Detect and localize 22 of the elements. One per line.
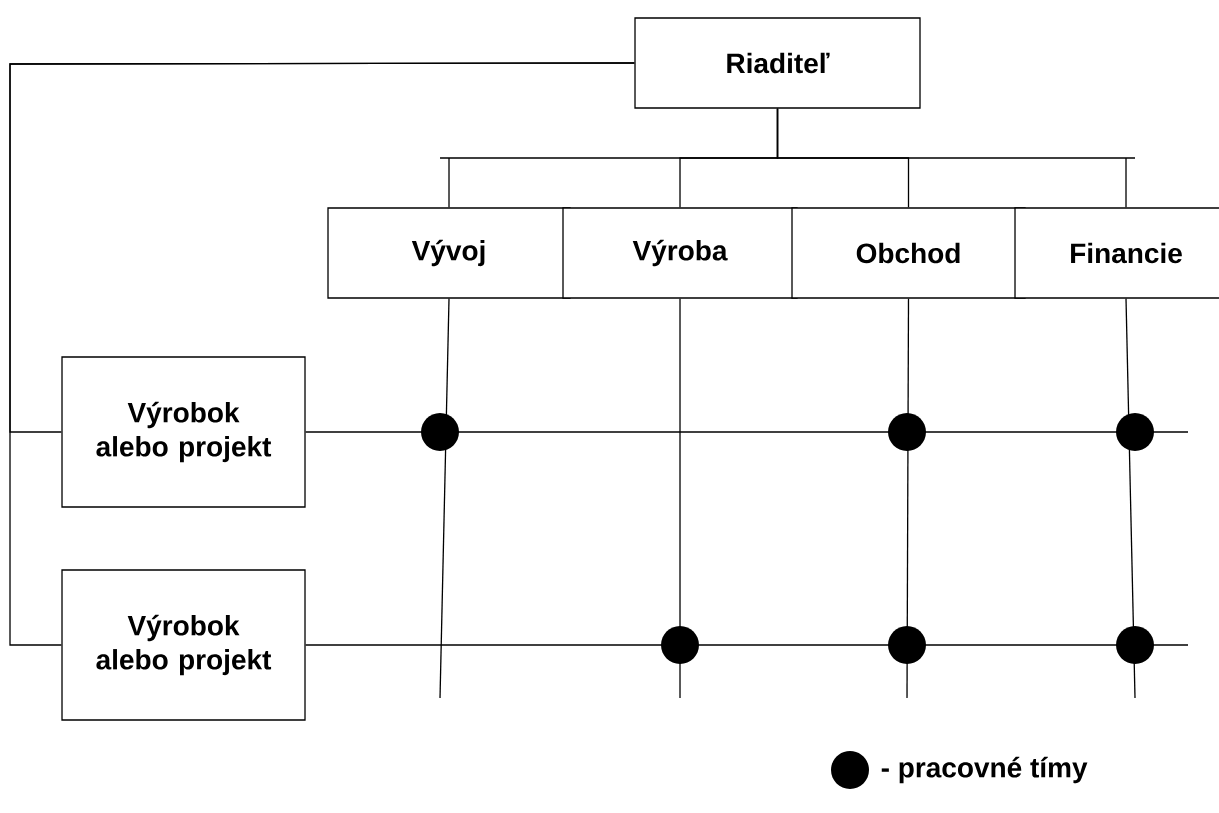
team-dot — [1116, 626, 1154, 664]
team-dot — [1116, 413, 1154, 451]
project-box: Výrobok alebo projekt — [61, 569, 306, 721]
team-dot — [888, 626, 926, 664]
legend-text: - pracovné tímy — [881, 756, 1088, 784]
connector-line — [9, 62, 635, 646]
team-dot — [661, 626, 699, 664]
grid-line — [305, 431, 1189, 433]
team-dot — [888, 413, 926, 451]
project-box: Výrobok alebo projekt — [61, 356, 306, 508]
grid-line — [679, 298, 681, 699]
grid-line — [1125, 298, 1136, 699]
department-box: Vývoj — [327, 207, 571, 299]
team-dot — [421, 413, 459, 451]
department-box: Financie — [1014, 207, 1219, 299]
department-box: Výroba — [562, 207, 798, 299]
grid-line — [305, 644, 1189, 646]
director-box: Riaditeľ — [634, 17, 921, 109]
department-box: Obchod — [791, 207, 1026, 299]
grid-line — [906, 298, 910, 699]
connector-line — [776, 107, 1136, 208]
grid-line — [439, 298, 450, 699]
